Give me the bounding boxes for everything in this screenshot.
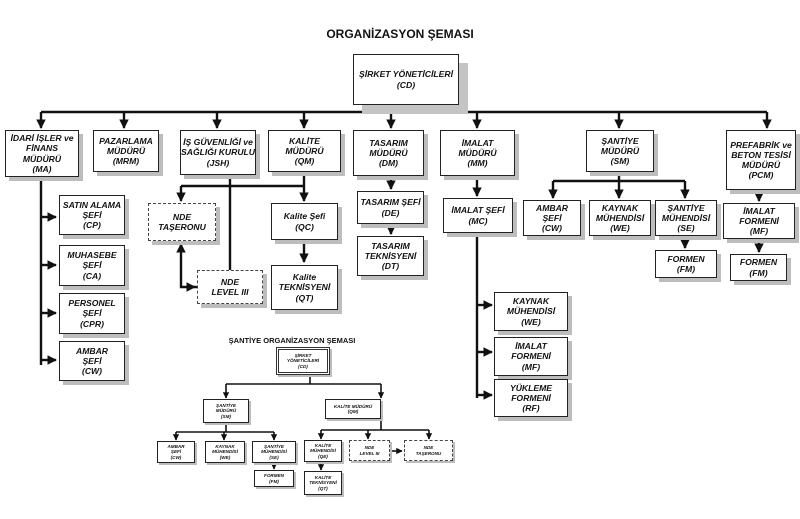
node-production-foreman-prefab: İMALAT FORMENİ (MF) [723,203,795,239]
node-foreman-prefab: FORMEN (FM) [730,254,787,281]
node-warehouse-chief-site: AMBAR ŞEFİ (CW) [523,200,581,236]
node-warehouse-chief-admin: AMBAR ŞEFİ (CW) [59,341,125,381]
site-node-warehouse-chief: AMBAR ŞEFİ (CW) [157,441,195,463]
node-quality-chief: Kalite Şefi (QC) [271,203,338,240]
site-node-quality-engineer: KALİTE MÜHENDİSİ (QE) [304,440,342,462]
node-safety-committee: İŞ GÜVENLİĞİ ve SAĞLIĞI KURULU (JSH) [180,130,256,175]
site-node-site-engineer: ŞANTİYE MÜHENDİSİ (SE) [252,441,296,463]
node-loading-foreman: YÜKLEME FORMENİ (RF) [494,379,568,417]
node-personnel-chief: PERSONEL ŞEFİ (CPR) [59,293,125,334]
node-marketing-manager: PAZARLAMA MÜDÜRÜ (MRM) [93,130,159,172]
site-node-company-managers: ŞİRKET YÖNETİCİLERİ (CD) [276,347,330,375]
site-node-foreman: FORMEN (FM) [254,470,294,487]
node-company-managers: ŞİRKET YÖNETİCİLERİ (CD) [353,54,459,105]
node-site-engineer: ŞANTİYE MÜHENDİSİ (SE) [655,200,717,236]
node-quality-manager: KALİTE MÜDÜRÜ (QM) [268,130,341,172]
node-nde-subcontractor: NDE TAŞERONU [148,203,216,241]
site-node-quality-manager: KALİTE MÜDÜRÜ (QM) [325,399,381,419]
page-title: ORGANİZASYON ŞEMASI [326,27,474,41]
node-production-chief: İMALAT ŞEFİ (MC) [443,198,513,233]
site-node-welding-engineer: KAYNAK MÜHENDİSİ (WE) [205,441,245,463]
node-admin-finance-manager: İDARİ İŞLER ve FİNANS MÜDÜRÜ (MA) [5,130,79,177]
node-quality-technician: Kalite TEKNİSYENİ (QT) [271,265,338,310]
node-design-manager: TASARIM MÜDÜRÜ (DM) [353,130,424,176]
site-node-nde-subcontractor: NDE TAŞERONU [404,440,453,461]
node-nde-level-iii: NDE LEVEL III [197,270,263,304]
node-purchasing-chief: SATIN ALAMA ŞEFİ (CP) [59,195,125,235]
node-site-manager: ŞANTİYE MÜDÜRÜ (SM) [586,130,654,172]
node-accounting-chief: MUHASEBE ŞEFİ (CA) [59,245,125,286]
site-node-site-manager: ŞANTİYE MÜDÜRÜ (SM) [203,399,249,423]
node-design-chief: TASARIM ŞEFİ (DE) [357,191,424,224]
site-node-nde-level-iii: NDE LEVEL III [349,440,390,461]
site-node-quality-technician: KALİTE TEKNİSYENİ (QT) [304,471,342,495]
node-welding-engineer-site: KAYNAK MÜHENDİSİ (WE) [589,200,651,236]
node-welding-engineer-production: KAYNAK MÜHENDİSİ (WE) [494,292,568,331]
node-production-foreman: İMALAT FORMENİ (MF) [494,337,568,376]
node-production-manager: İMALAT MÜDÜRÜ (MM) [440,130,515,176]
node-design-technician: TASARIM TEKNİSYENİ (DT) [357,236,424,276]
site-chart-title: ŞANTİYE ORGANİZASYON ŞEMASI [228,336,356,345]
node-prefab-concrete-manager: PREFABRİK ve BETON TESİSİ MÜDÜRÜ (PCM) [726,130,796,190]
node-foreman-site: FORMEN (FM) [655,250,717,278]
